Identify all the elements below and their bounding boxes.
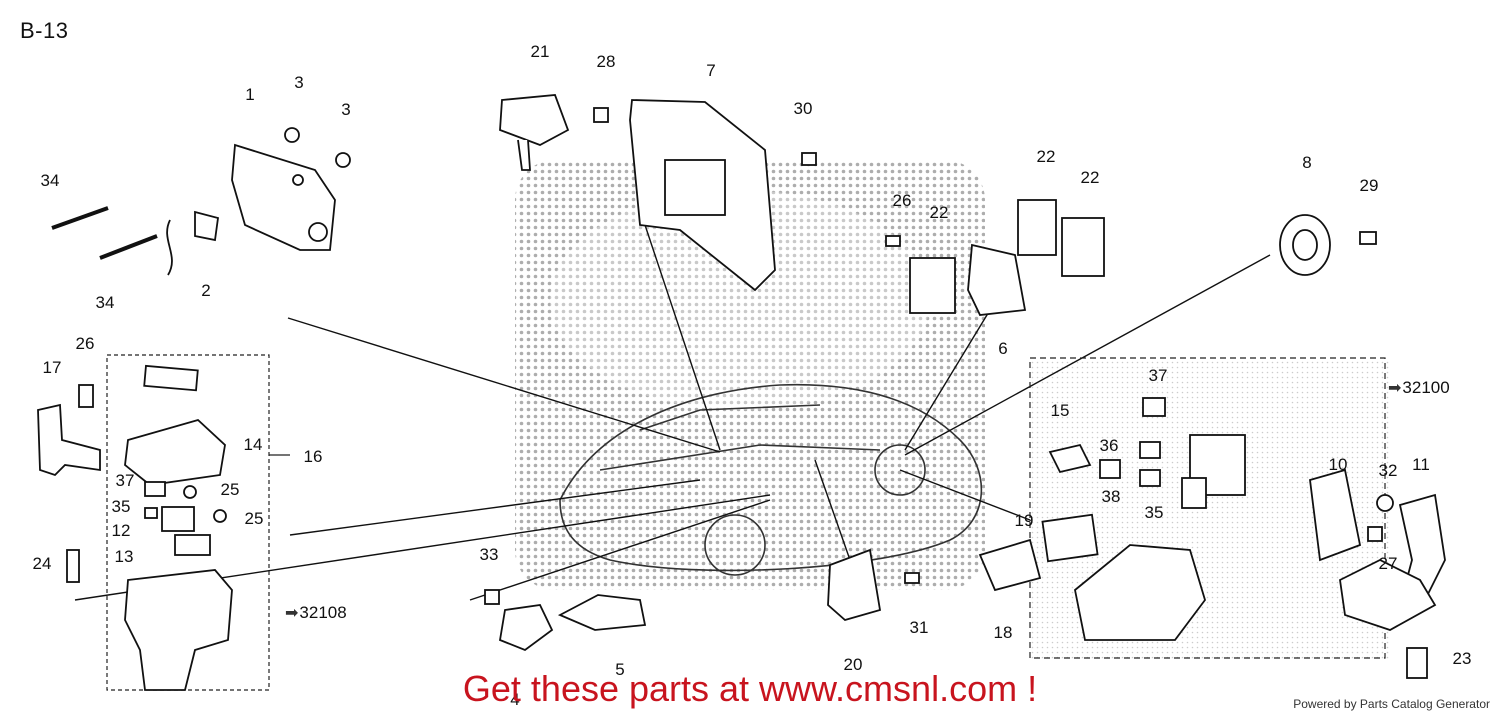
vehicle-outline	[559, 383, 983, 576]
callout: 34	[95, 293, 115, 312]
relay-4-part	[498, 604, 554, 652]
callout: 11	[1412, 455, 1430, 474]
reference-32100[interactable]: ➡ 32100	[1388, 378, 1450, 398]
callout: 10	[1328, 455, 1348, 474]
callout: 35	[1144, 503, 1164, 522]
callout: 24	[32, 554, 52, 573]
callout: 22	[929, 203, 949, 222]
callout: 2	[201, 281, 211, 300]
page-code: B-13	[20, 18, 69, 43]
arrow-right-icon: ➡	[1388, 380, 1402, 397]
callout: 28	[596, 52, 616, 71]
fuse-box-base-part	[124, 569, 233, 691]
callout: 7	[706, 61, 716, 80]
callout: 5	[615, 660, 625, 679]
sensor-part	[194, 210, 219, 242]
callout: 20	[843, 655, 863, 674]
callout: 25	[220, 480, 240, 499]
callout: 33	[479, 545, 499, 564]
clip-23-part	[1406, 647, 1428, 679]
leader-lines	[74, 224, 1271, 601]
powered-by-text: Powered by Parts Catalog Generator	[1293, 697, 1490, 711]
arrow-right-icon: ➡	[285, 605, 299, 622]
parts	[37, 94, 1446, 691]
grille-10-part	[1309, 468, 1362, 562]
callout: 22	[1036, 147, 1056, 166]
reference-label: 32108	[299, 603, 347, 622]
callout: 21	[530, 42, 550, 61]
callout: 26	[75, 334, 95, 353]
fuse-box-cover-part	[124, 418, 226, 486]
callout: 29	[1359, 176, 1379, 195]
callout: 15	[1050, 401, 1070, 420]
callout: 3	[294, 73, 304, 92]
callout: 30	[793, 99, 813, 118]
callout: 17	[42, 358, 62, 377]
callout: 31	[909, 618, 929, 637]
callout: 18	[993, 623, 1013, 642]
reference-32108[interactable]: ➡ 32108	[285, 603, 347, 623]
callout: 19	[1014, 511, 1034, 530]
callout: 1	[245, 85, 255, 104]
callout: 23	[1452, 649, 1472, 668]
callout: 35	[111, 497, 131, 516]
callout: 3	[341, 100, 351, 119]
watermark	[515, 160, 985, 590]
fuse-box-group	[106, 354, 290, 691]
callout: 38	[1101, 487, 1121, 506]
harness-connector-part	[1074, 544, 1206, 641]
ignition-coil-part	[231, 143, 336, 251]
callout: 37	[1148, 366, 1168, 385]
bracket-27-part	[1339, 558, 1437, 631]
promo-text[interactable]: Get these parts at www.cmsnl.com !	[462, 668, 1038, 709]
callout: 26	[892, 191, 912, 210]
relay-21-part	[499, 94, 570, 146]
relay-18-part	[978, 538, 1042, 592]
callout: 27	[1378, 554, 1398, 573]
callout: 8	[1302, 153, 1312, 172]
reference-label: 32100	[1402, 378, 1450, 397]
callout: 37	[115, 471, 135, 490]
bracket-20-part	[827, 548, 882, 622]
callout: 25	[244, 509, 264, 528]
callout: 12	[111, 521, 131, 540]
callout: 32	[1378, 461, 1398, 480]
callout: 4	[510, 690, 520, 709]
callout: 22	[1080, 168, 1100, 187]
bracket-5-part	[557, 594, 647, 631]
callout: 13	[114, 547, 134, 566]
callout: 34	[40, 171, 60, 190]
callout: 14	[243, 435, 263, 454]
callout: 36	[1099, 436, 1119, 455]
callout: 16	[303, 447, 323, 466]
callout: 6	[998, 339, 1008, 358]
relay-bracket-part	[967, 243, 1027, 316]
bracket-17-part	[37, 403, 101, 477]
